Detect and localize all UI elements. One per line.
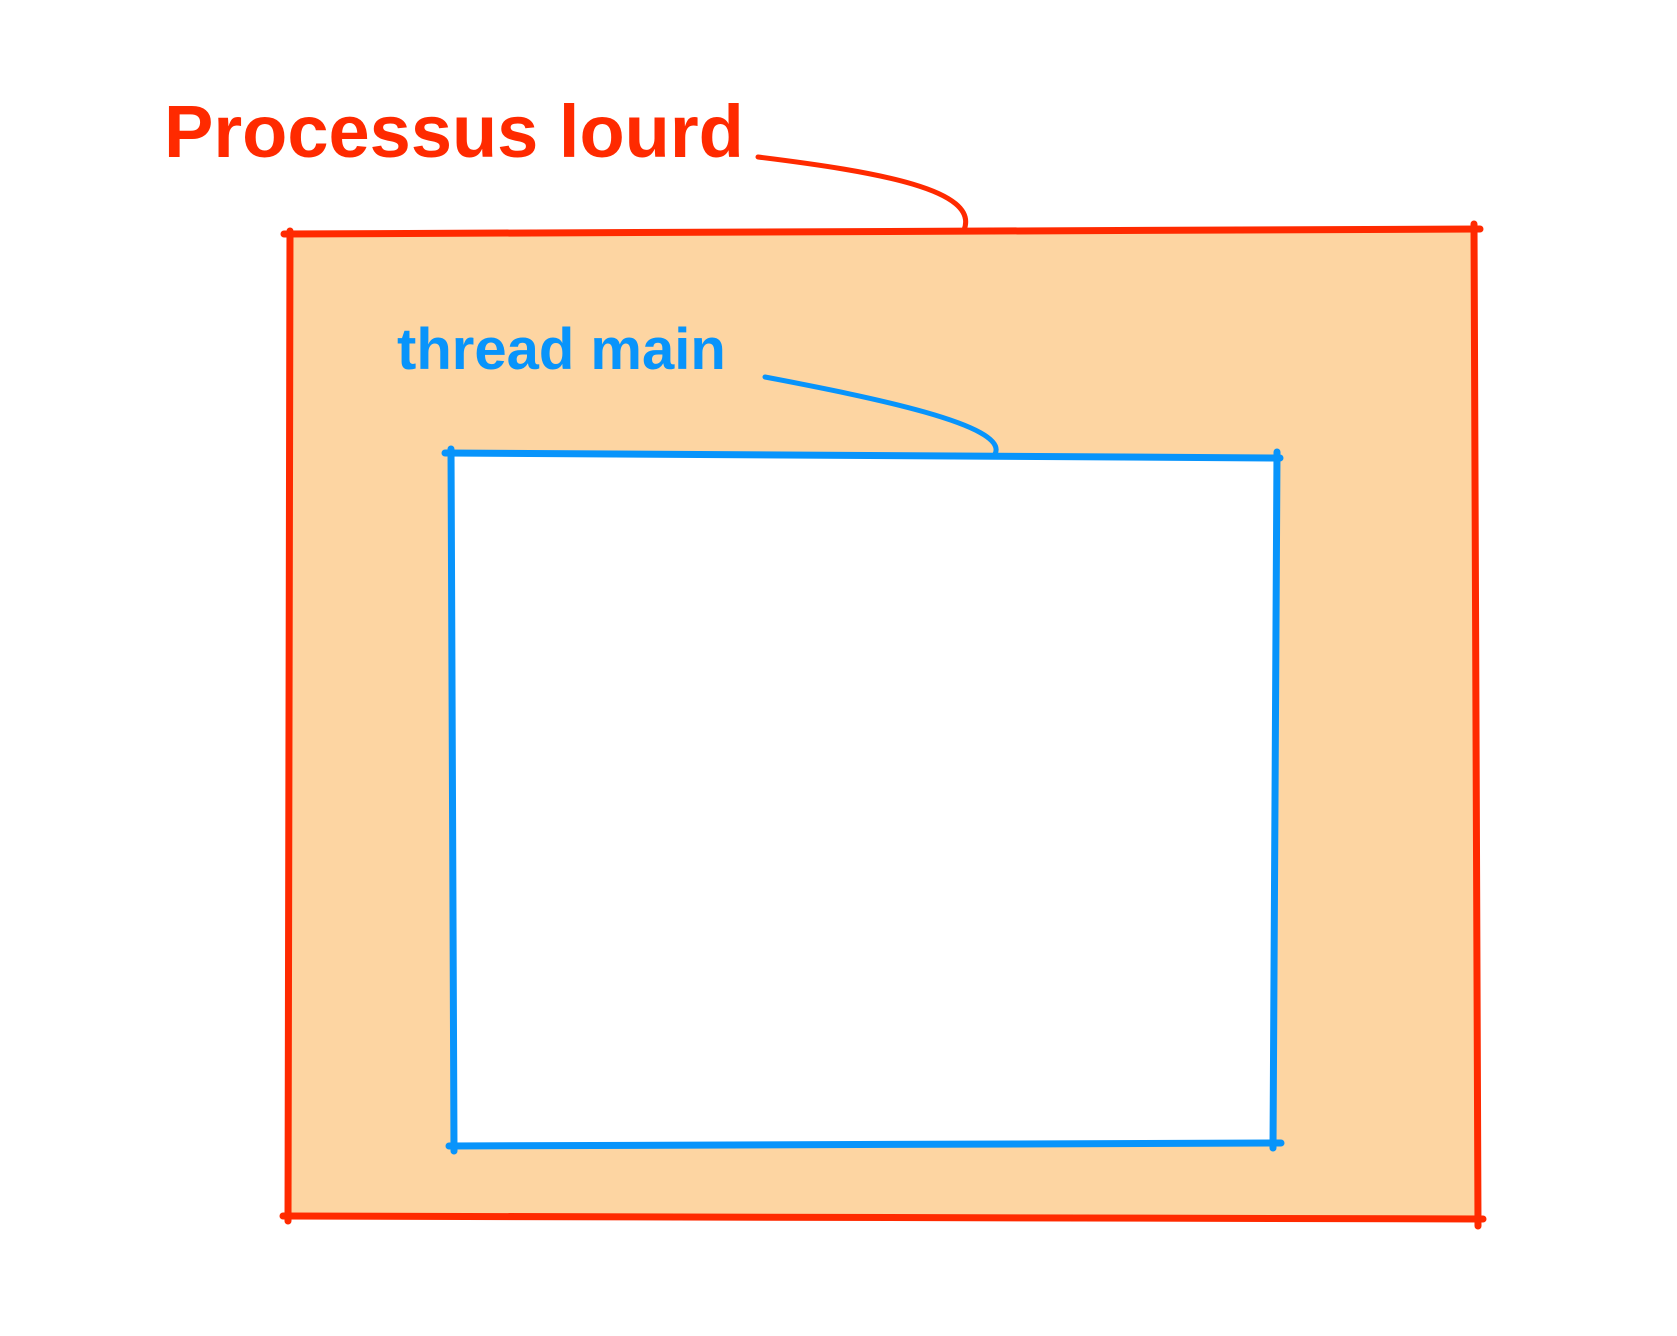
process-box-left-edge — [284, 227, 294, 1225]
process-label: Processus lourd — [164, 90, 744, 173]
process-box-top-edge — [280, 225, 1484, 238]
process-box-right-edge — [1470, 220, 1482, 1230]
thread-leader-line — [762, 374, 999, 457]
thread-label: thread main — [397, 317, 726, 382]
process-box-bottom-edge — [279, 1212, 1487, 1223]
thread-box-right-edge — [1269, 448, 1281, 1152]
thread-box-top-edge — [441, 449, 1284, 462]
thread-box — [441, 445, 1285, 1155]
thread-box-fill — [451, 453, 1276, 1146]
thread-box-bottom-edge — [445, 1139, 1285, 1150]
process-leader-line — [755, 154, 969, 233]
thread-box-left-edge — [447, 445, 458, 1155]
